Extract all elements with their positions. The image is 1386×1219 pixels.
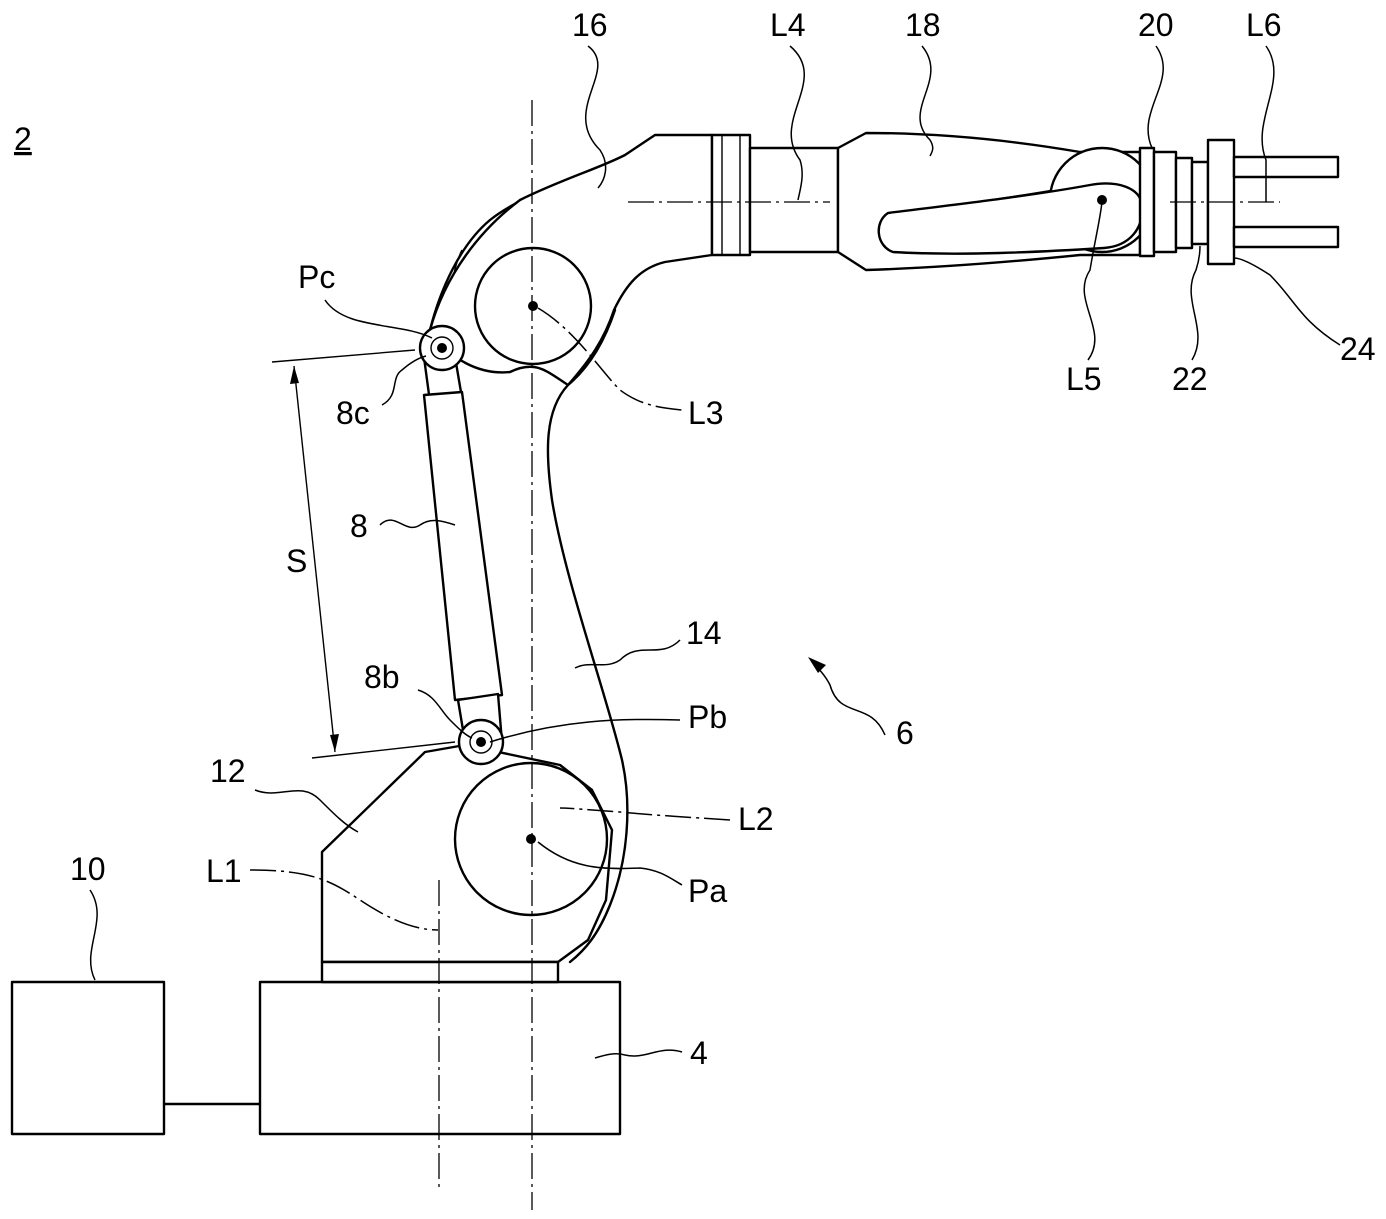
leader-20 [1148,46,1163,148]
label-14: 14 [686,615,722,651]
label-12: 12 [210,753,246,789]
label-18: 18 [905,7,941,43]
dim-S-ext-top [272,350,415,362]
label-Pb: Pb [688,699,727,735]
upper-arm-rotor [750,148,838,252]
label-8b: 8b [364,659,400,695]
wrist-22b [1176,158,1192,248]
label-Pa: Pa [688,873,727,909]
point-Pa [526,834,536,844]
point-Pc [437,343,447,353]
turning-flange [322,962,558,982]
label-L1: L1 [206,853,242,889]
label-S: S [286,543,307,579]
label-4: 4 [690,1035,708,1071]
label-L2: L2 [738,801,774,837]
leader-6-arrow [808,657,826,673]
label-24: 24 [1340,331,1376,367]
label-6: 6 [896,715,914,751]
controller-box-10 [12,982,164,1134]
label-L5: L5 [1066,361,1102,397]
leader-24 [1234,258,1340,345]
tool-finger-upper [1234,157,1338,177]
leader-L6 [1262,46,1274,202]
leader-Pc [325,300,432,338]
label-16: 16 [572,7,608,43]
wrist-22c [1192,162,1208,244]
dim-S-arrow-top [290,366,299,384]
leader-6 [812,662,885,735]
label-L4: L4 [770,7,806,43]
label-L6: L6 [1246,7,1282,43]
upper-arm-16-front [712,135,750,255]
leader-10 [90,890,97,980]
leader-22 [1191,246,1200,360]
point-L3 [528,301,538,311]
leader-Pb [490,719,680,742]
label-8: 8 [350,508,368,544]
label-10: 10 [70,851,106,887]
balancer-cylinder-8 [424,392,502,700]
base-4 [260,982,620,1134]
figure-number: 2 [14,121,32,157]
dim-S-arrow-bottom [330,734,339,752]
point-Pb [476,737,486,747]
label-22: 22 [1172,361,1208,397]
label-L3: L3 [688,395,724,431]
leader-8c [382,356,426,405]
label-20: 20 [1138,7,1174,43]
label-8c: 8c [336,395,370,431]
label-Pc: Pc [298,259,335,295]
wrist-20 [1140,148,1154,256]
leader-12 [255,790,358,832]
tool-finger-lower [1234,227,1338,247]
